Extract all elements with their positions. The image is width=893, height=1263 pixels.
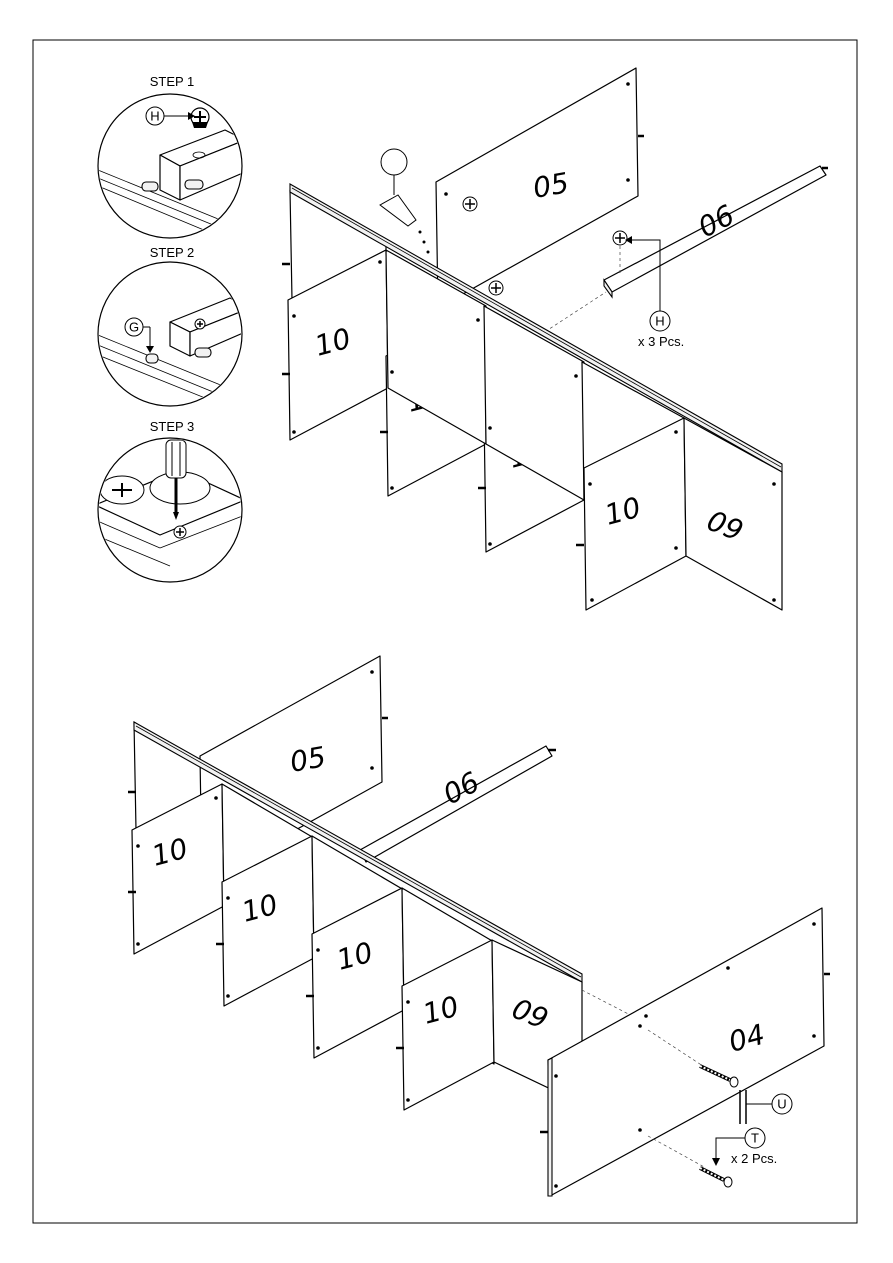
step-1-fitting-letter: H [150, 109, 159, 124]
bottom-qty-label: x 2 Pcs. [731, 1151, 777, 1166]
step-3-label: STEP 3 [150, 419, 195, 434]
top-qty-label: x 3 Pcs. [638, 334, 684, 349]
panel-04 [547, 907, 825, 1197]
bottom-tool-letter: U [777, 1097, 786, 1112]
allen-key-icon [739, 1090, 772, 1124]
bottom-fitting-letter: T [751, 1131, 759, 1146]
glue-bottle-icon [379, 148, 430, 254]
step-3-detail: STEP 3 [97, 419, 243, 583]
top-assembly: 05 06 10 10 10 10 09 [282, 67, 828, 611]
step-2-detail: STEP 2 G [97, 245, 243, 407]
top-fitting-letter: H [655, 314, 664, 329]
dowel-icon [141, 181, 159, 192]
panel-05-label: 05 [530, 166, 571, 205]
panel-05-b-label: 05 [287, 740, 328, 779]
screwdriver-icon [165, 439, 187, 520]
screw-icon [699, 1064, 739, 1188]
step-2-label: STEP 2 [150, 245, 195, 260]
bottom-assembly: 05 06 10 10 10 10 09 04 [128, 655, 830, 1197]
panel-09 [683, 417, 783, 611]
step-2-fitting-letter: G [129, 320, 139, 335]
page-border [32, 39, 858, 1224]
step-1-label: STEP 1 [150, 74, 195, 89]
panel-05 [435, 67, 639, 309]
step-1-detail: STEP 1 H [97, 74, 243, 239]
cam-lock-icon [190, 107, 210, 128]
cam-lock-icon [462, 196, 628, 296]
